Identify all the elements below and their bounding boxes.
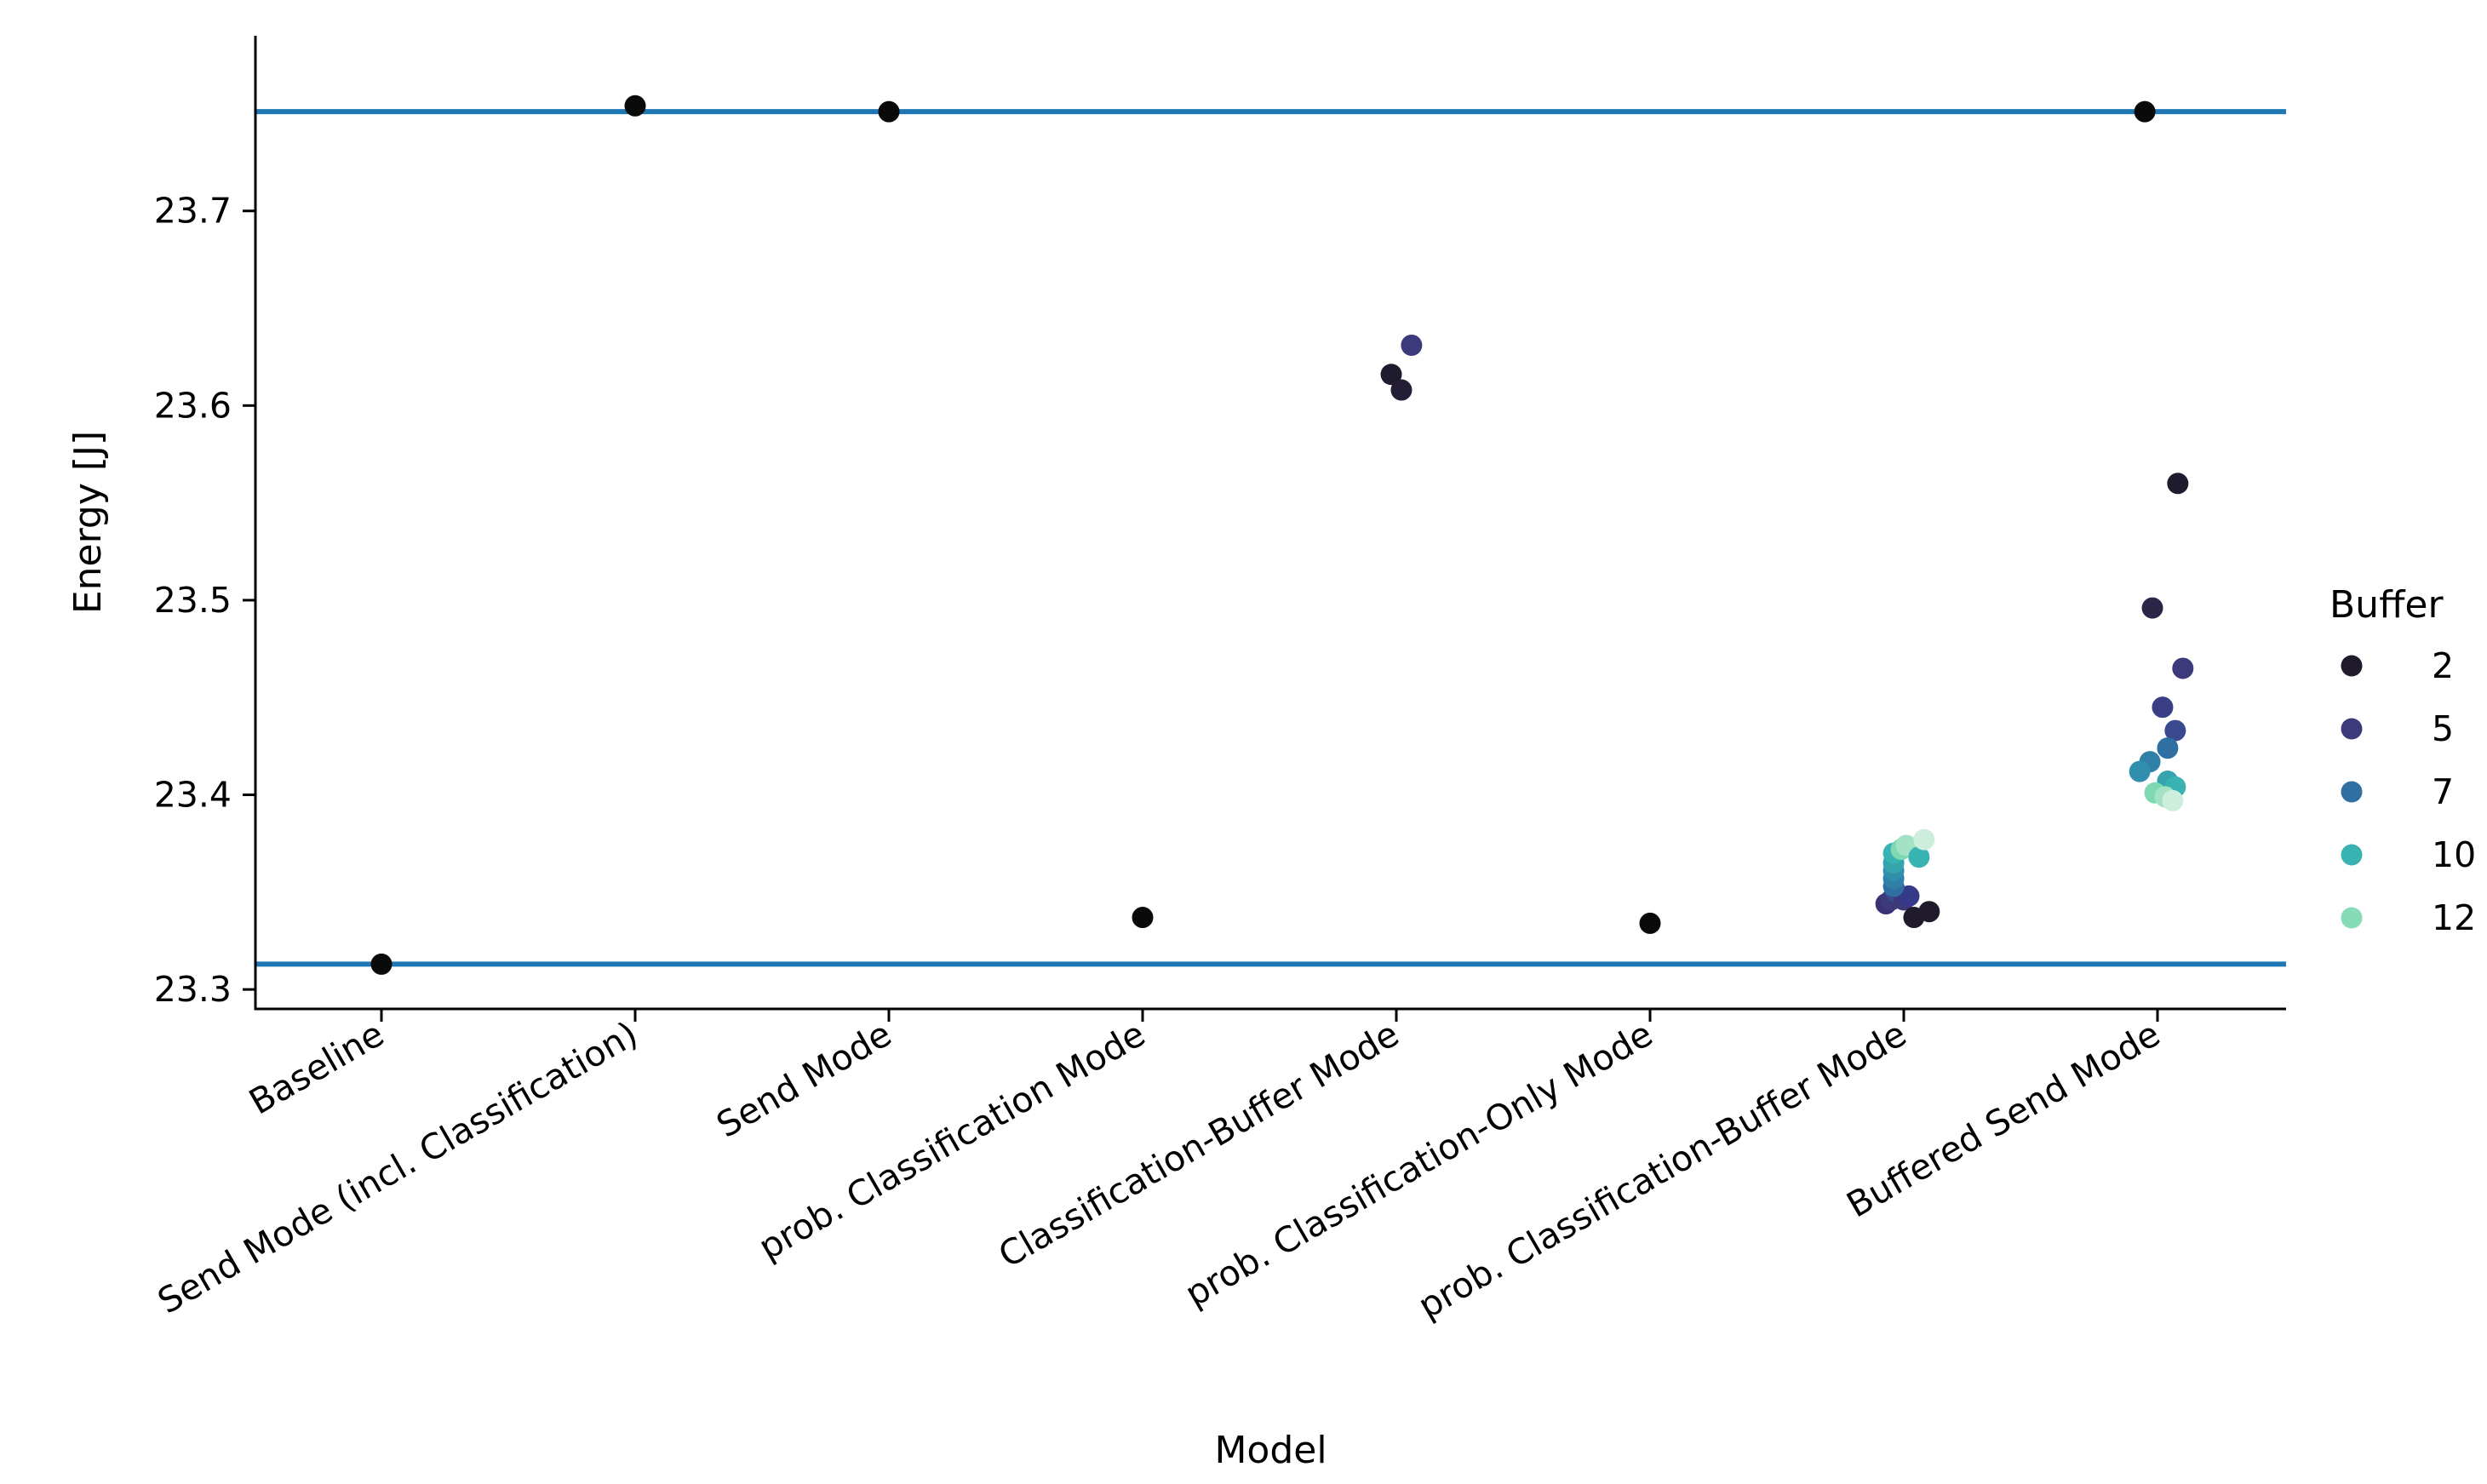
y-tick-label: 23.3 bbox=[154, 969, 232, 1010]
legend-entries: 2 5 7 10 12 bbox=[2341, 645, 2476, 938]
x-tick-label: Classification-Buffer Mode bbox=[992, 1013, 1406, 1275]
x-tick-label: Send Mode (incl. Classification) bbox=[151, 1013, 645, 1321]
x-tick-label: Send Mode bbox=[710, 1013, 898, 1146]
reference-lines bbox=[255, 109, 2286, 967]
data-point bbox=[1639, 912, 1661, 934]
x-tick-label: prob. Classification-Buffer Mode bbox=[1412, 1013, 1913, 1326]
y-tick-label: 23.4 bbox=[154, 775, 232, 816]
data-point bbox=[1401, 334, 1423, 356]
x-tick-label: Baseline bbox=[242, 1013, 391, 1122]
data-point bbox=[2141, 597, 2163, 619]
legend-label: 7 bbox=[2432, 771, 2454, 812]
axes bbox=[254, 36, 2286, 1011]
legend-label: 5 bbox=[2432, 708, 2454, 749]
legend-label: 10 bbox=[2432, 834, 2476, 875]
y-tick-label: 23.7 bbox=[154, 191, 232, 232]
data-point bbox=[1132, 907, 1154, 929]
data-point bbox=[370, 953, 393, 975]
legend-marker bbox=[2341, 844, 2363, 866]
data-points bbox=[370, 95, 2194, 975]
y-ticks: 23.3 23.4 23.5 23.6 23.7 bbox=[154, 191, 255, 1010]
data-point bbox=[878, 100, 900, 123]
data-point bbox=[2129, 760, 2151, 782]
data-point bbox=[1898, 885, 1920, 907]
y-tick-label: 23.6 bbox=[154, 385, 232, 426]
y-tick-label: 23.5 bbox=[154, 580, 232, 621]
data-point bbox=[2172, 657, 2194, 679]
legend-marker bbox=[2341, 655, 2363, 677]
data-point bbox=[1918, 901, 1940, 923]
x-axis-title: Model bbox=[1214, 1429, 1327, 1472]
legend-marker bbox=[2341, 781, 2363, 803]
data-point bbox=[2164, 719, 2186, 742]
y-axis-title: Energy [J] bbox=[66, 431, 110, 614]
legend-label: 2 bbox=[2432, 645, 2454, 686]
legend-label: 12 bbox=[2432, 897, 2476, 938]
legend: Buffer 2 5 7 10 12 bbox=[2329, 583, 2476, 938]
data-point bbox=[1380, 364, 1402, 386]
legend-marker bbox=[2341, 718, 2363, 740]
data-point bbox=[1390, 379, 1413, 401]
data-point bbox=[2162, 789, 2184, 811]
data-point bbox=[1913, 828, 1935, 851]
data-point bbox=[2134, 100, 2156, 123]
legend-marker bbox=[2341, 907, 2363, 929]
data-point bbox=[2152, 696, 2174, 719]
legend-title: Buffer bbox=[2329, 583, 2444, 627]
data-point bbox=[2167, 473, 2189, 495]
x-tick-label: prob. Classification-Only Mode bbox=[1178, 1013, 1659, 1315]
data-point bbox=[2157, 737, 2179, 759]
data-point bbox=[624, 95, 646, 117]
data-point bbox=[1908, 846, 1930, 868]
